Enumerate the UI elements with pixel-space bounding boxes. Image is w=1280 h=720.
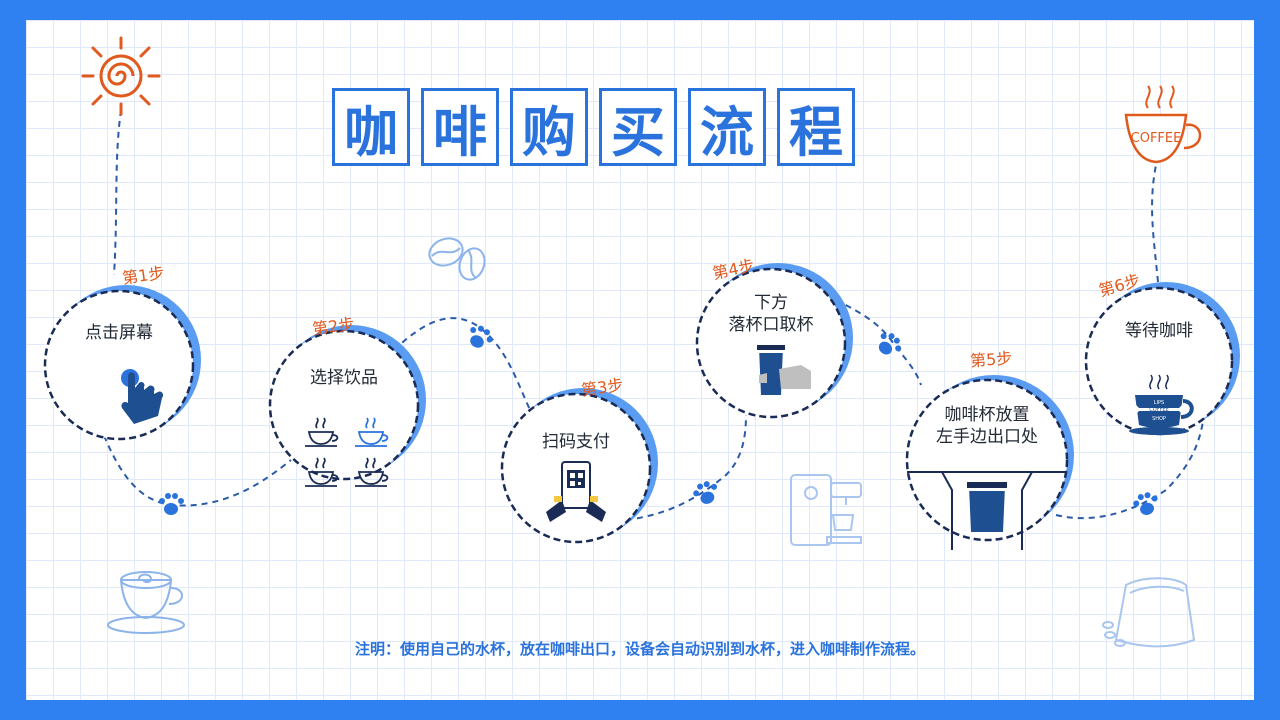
step-circle-6 bbox=[1084, 282, 1240, 436]
espresso-machine-icon bbox=[790, 474, 862, 546]
step-circle-2 bbox=[268, 325, 426, 481]
step-text-3: 扫码支付 bbox=[542, 432, 610, 452]
coffee-bean-icon bbox=[428, 237, 486, 281]
step-label-5: 第5步 bbox=[969, 348, 1013, 371]
step-circle-5 bbox=[905, 375, 1074, 542]
step-text-6: 等待咖啡 bbox=[1125, 321, 1193, 341]
paw-print-icon bbox=[470, 325, 493, 348]
title-char-5: 流 bbox=[688, 88, 766, 166]
cup-outlet-icon bbox=[907, 471, 1067, 550]
title-char-1: 咖 bbox=[332, 88, 410, 166]
coffee-sign-text: COFFEE bbox=[1131, 131, 1182, 146]
step-text-4-line-1: 下方 bbox=[754, 293, 788, 313]
sun-icon bbox=[81, 36, 161, 116]
cup-hand-icon bbox=[757, 345, 811, 395]
title-char-6: 程 bbox=[777, 88, 855, 166]
title-char-4: 买 bbox=[599, 88, 677, 166]
tap-hand-icon bbox=[121, 369, 164, 424]
latte-cup-icon bbox=[107, 571, 185, 634]
paw-print-icon bbox=[878, 333, 902, 355]
flow-diagram-canvas: COFFEE bbox=[43, 36, 1240, 648]
cup-badge-line3: SHOP bbox=[1152, 416, 1166, 422]
cup-badge-line1: LIPS bbox=[1154, 400, 1164, 406]
footer-note: 注明：使用自己的水杯，放在咖啡出口，设备会自动识别到水杯，进入咖啡制作流程。 bbox=[354, 640, 925, 658]
coffee-shop-cup-icon: LIPS COFFEE SHOP bbox=[1129, 374, 1194, 435]
paw-print-icon bbox=[159, 493, 184, 515]
step-text-2: 选择饮品 bbox=[310, 368, 378, 388]
step-circle-1 bbox=[43, 285, 201, 441]
step-text-5-line-1: 咖啡杯放置 bbox=[944, 405, 1030, 425]
title-char-2: 啡 bbox=[421, 88, 499, 166]
grid-paper-background: COFFEE bbox=[26, 20, 1254, 700]
qr-phone-icon bbox=[546, 461, 606, 522]
step-text-4-line-2: 落杯口取杯 bbox=[728, 315, 814, 335]
step-text-1: 点击屏幕 bbox=[85, 323, 153, 343]
coffee-mug-sign-icon: COFFEE bbox=[1124, 85, 1202, 164]
page-title: 咖 啡 购 买 流 程 bbox=[332, 88, 855, 166]
step-text-4: 下方 落杯口取杯 bbox=[729, 292, 814, 336]
cup-badge-line2: COFFEE bbox=[1149, 407, 1169, 413]
paw-print-icon bbox=[1133, 492, 1158, 515]
coffee-sack-icon bbox=[1102, 577, 1196, 648]
step-text-5-line-2: 左手边出口处 bbox=[936, 427, 1038, 447]
coffee-cups-icon bbox=[305, 417, 389, 487]
title-char-3: 购 bbox=[510, 88, 588, 166]
paw-print-icon bbox=[693, 481, 718, 504]
step-text-5: 咖啡杯放置 左手边出口处 bbox=[936, 404, 1038, 448]
